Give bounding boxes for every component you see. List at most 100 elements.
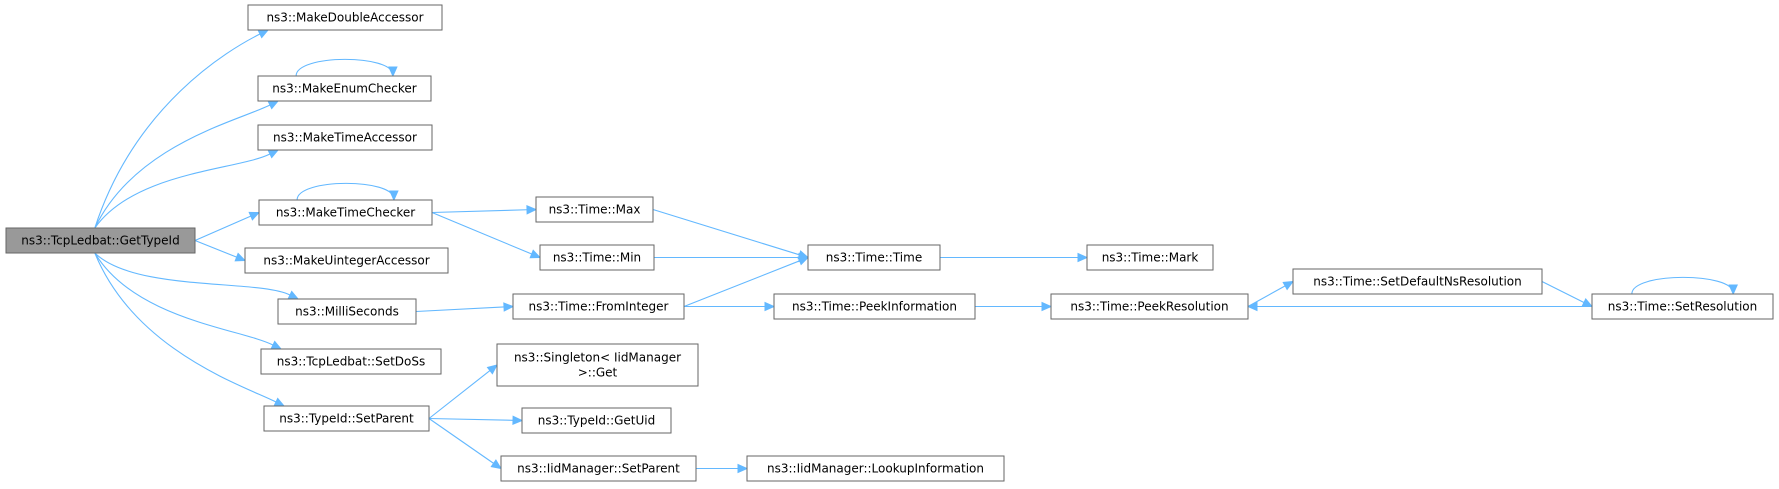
node-label: ns3::MilliSeconds [295, 305, 399, 319]
edge-line [296, 182, 395, 201]
edge-arrowhead [267, 149, 280, 159]
node-box [247, 4, 443, 31]
node-ns3-time-frominteger[interactable]: ns3::Time::FromInteger [512, 293, 685, 320]
edge-arrowhead [273, 397, 286, 407]
edge-arrowhead [257, 29, 270, 39]
node-label: ns3::MakeTimeAccessor [273, 131, 417, 145]
node-label: ns3::Time::SetResolution [1608, 300, 1757, 314]
edge-arrowhead [270, 340, 283, 350]
function-nodes: ns3::TcpLedbat::GetTypeId ns3::MakeDouble… [5, 4, 1774, 482]
edge-root-to-mkuint [194, 239, 247, 262]
edge-tmax-to-ttime [652, 208, 810, 260]
node-ns3-maketimechecker[interactable]: ns3::MakeTimeChecker [258, 199, 433, 226]
node-ns3-time-peekinformation[interactable]: ns3::Time::PeekInformation [773, 293, 976, 320]
node-ns3-makeenumchecker[interactable]: ns3::MakeEnumChecker [257, 75, 432, 102]
node-box [258, 199, 433, 226]
node-box [263, 405, 430, 432]
edge-setres-to-setres [1631, 276, 1738, 296]
node-box [1292, 268, 1543, 295]
node-label: ns3::IidManager::LookupInformation [767, 462, 984, 476]
node-ns3-maketimeaccessor[interactable]: ns3::MakeTimeAccessor [257, 124, 433, 151]
node-ns3-iidmanager-setparent[interactable]: ns3::IidManager::SetParent [500, 455, 697, 482]
edge-line [94, 252, 274, 346]
edge-setres-to-peekres [1246, 301, 1592, 312]
edge-peekinfo-to-peekres [975, 301, 1053, 312]
node-box [500, 455, 697, 482]
edge-peekres-to-setdefault [1247, 280, 1295, 307]
edge-line [1247, 285, 1286, 307]
node-ns3-typeid-getuid[interactable]: ns3::TypeId::GetUid [521, 407, 672, 434]
node-label: ns3::TcpLedbat::SetDoSs [277, 355, 425, 369]
node-ns3-iidmanager-lookupinformation[interactable]: ns3::IidManager::LookupInformation [746, 455, 1005, 482]
edge-arrowhead [1077, 252, 1089, 263]
edge-line [431, 211, 532, 255]
node-label: ns3::TypeId::SetParent [279, 412, 414, 426]
node-box [260, 348, 442, 375]
edge-line [94, 252, 291, 296]
node-ns3-time-mark[interactable]: ns3::Time::Mark [1086, 244, 1214, 271]
edge-arrowhead [267, 100, 280, 110]
edge-line [431, 209, 528, 214]
node-box [521, 407, 672, 434]
node-box [746, 455, 1005, 482]
node-ns3-typeid-setparent[interactable]: ns3::TypeId::SetParent [263, 405, 430, 432]
node-box [257, 75, 432, 102]
edge-arrowhead [503, 302, 515, 312]
edge-iidsetparent-to-lookup [696, 463, 749, 474]
edge-line [415, 306, 505, 313]
edge-line [94, 153, 271, 229]
edge-arrowhead [526, 205, 538, 215]
edge-fromint-to-peekinfo [684, 301, 776, 312]
node-label: >::Get [578, 366, 618, 380]
edge-ttime-to-mark [940, 252, 1089, 263]
edge-line [295, 58, 394, 77]
edge-mktimechk-to-tmin [431, 211, 542, 259]
edge-ms-to-fromint [415, 302, 515, 313]
node-label: ns3::MakeDoubleAccessor [266, 11, 423, 25]
node-label: ns3::Time::Min [553, 251, 641, 265]
edge-mkenum-to-mkenum [295, 58, 398, 78]
node-box [535, 196, 654, 223]
edge-arrowhead [287, 290, 300, 300]
edge-line [1631, 276, 1734, 295]
node-ns3-singleton-iidmanager-get[interactable]: ns3::Singleton< IidManager>::Get [496, 343, 699, 387]
node-ns3-makedoubleaccessor[interactable]: ns3::MakeDoubleAccessor [247, 4, 443, 31]
node-ns3-makeuintegeraccessor[interactable]: ns3::MakeUintegerAccessor [244, 247, 449, 274]
edge-mktimechk-to-mktimechk [296, 182, 399, 202]
node-ns3-tcpledbat-gettypeid: ns3::TcpLedbat::GetTypeId [5, 227, 196, 254]
edge-line [428, 417, 514, 421]
node-ns3-time-peekresolution[interactable]: ns3::Time::PeekResolution [1050, 293, 1249, 320]
node-label: ns3::TcpLedbat::GetTypeId [21, 234, 179, 248]
edge-setdefault-to-setres [1541, 281, 1594, 308]
edge-arrowhead [1282, 280, 1295, 291]
edge-line [1541, 281, 1585, 303]
edge-line [683, 260, 800, 308]
node-ns3-time-setresolution[interactable]: ns3::Time::SetResolution [1591, 293, 1774, 320]
edge-arrowhead [486, 364, 498, 375]
node-box [496, 343, 699, 387]
node-label: ns3::MakeUintegerAccessor [263, 254, 429, 268]
edge-arrowhead [797, 256, 810, 266]
edge-line [428, 418, 494, 464]
node-ns3-time-time[interactable]: ns3::Time::Time [807, 244, 941, 271]
edge-line [94, 252, 277, 403]
edge-root-to-mktimechk [194, 211, 261, 242]
node-ns3-milliseconds[interactable]: ns3::MilliSeconds [277, 298, 417, 325]
node-ns3-time-max[interactable]: ns3::Time::Max [535, 196, 654, 223]
node-ns3-time-min[interactable]: ns3::Time::Min [539, 244, 655, 271]
node-ns3-time-setdefaultnsresolution[interactable]: ns3::Time::SetDefaultNsResolution [1292, 268, 1543, 295]
edge-root-to-setparent [94, 252, 286, 407]
node-label: ns3::IidManager::SetParent [517, 462, 680, 476]
edge-mktimechk-to-tmax [431, 205, 538, 215]
edge-line [94, 104, 271, 229]
node-ns3-tcpledbat-setdoss[interactable]: ns3::TcpLedbat::SetDoSs [260, 348, 442, 375]
edge-line [652, 208, 800, 256]
node-label: ns3::Singleton< IidManager [514, 351, 681, 365]
node-label: ns3::TypeId::GetUid [538, 414, 656, 428]
node-box [277, 298, 417, 325]
edge-arrowhead [234, 252, 247, 262]
edge-line [194, 215, 251, 242]
node-label: ns3::MakeEnumChecker [272, 82, 417, 96]
node-box [1591, 293, 1774, 320]
